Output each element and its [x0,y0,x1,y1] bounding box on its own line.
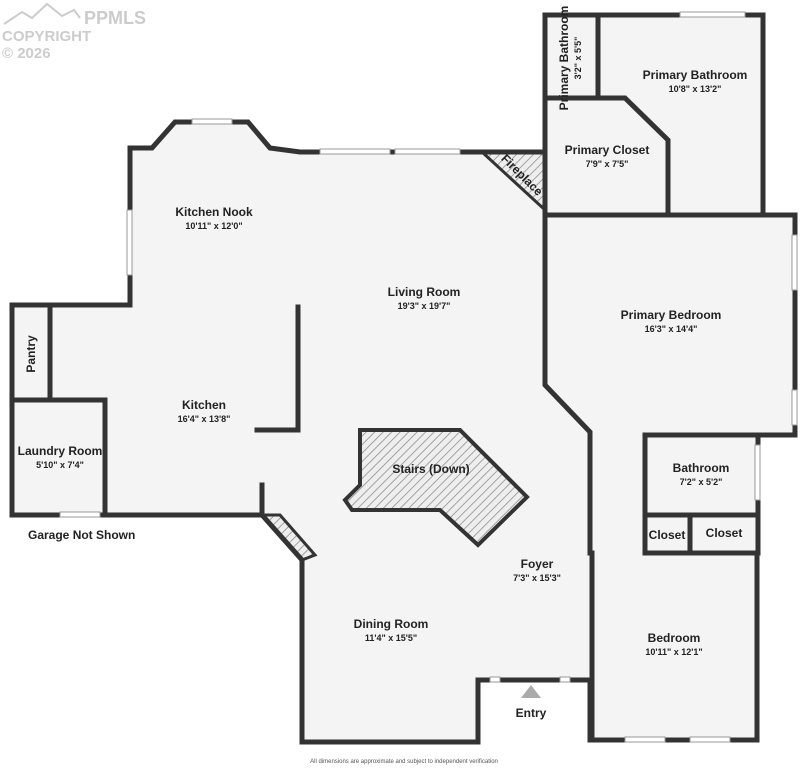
mountain-logo-icon [3,2,81,25]
label-garage-not-shown: Garage Not Shown [28,528,136,542]
logo-brand: PPMLS [84,8,147,28]
label-entry: Entry [515,706,547,720]
windows [59,11,798,743]
footnote: All dimensions are approximate and subje… [310,759,498,765]
entry-arrow-icon [521,685,541,698]
label-pantry: Pantry [24,335,38,373]
walls [9,12,798,745]
label-stairs: Stairs (Down) [392,462,470,476]
stairs[interactable] [342,428,530,548]
logo-copyright: COPYRIGHT © 2026 [2,28,92,62]
label-closet-1: Closet [648,528,686,542]
label-closet-2: Closet [705,526,743,540]
